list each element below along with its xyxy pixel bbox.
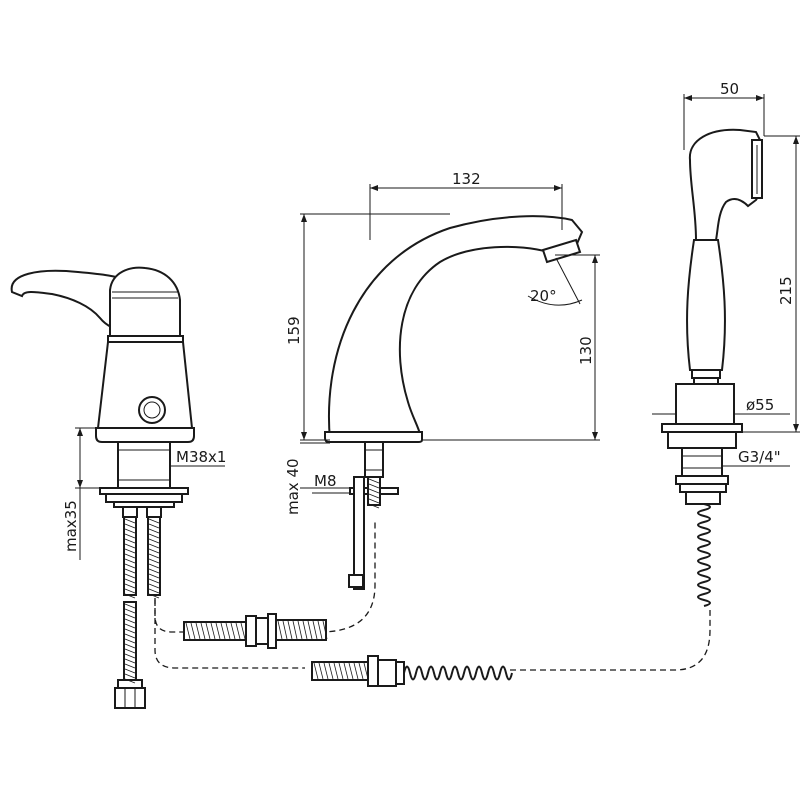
dim-spout-outlet-height: 130 [577,336,595,365]
mixer-valve [10,266,195,709]
spiral-hose [697,503,711,607]
braid-hatching [185,622,246,640]
connector-2 [311,655,513,687]
braid-hatching [313,662,369,680]
braid-hatching [124,603,136,684]
hose-routes [154,520,711,671]
connector-1 [183,613,327,649]
dim-mixer-max-deck: max35 [62,500,80,552]
diverter-knob [138,396,166,424]
dim-spout-height: 159 [285,316,303,345]
braid-hatching [124,518,136,599]
braid-hatching [368,478,380,509]
dim-handshower-height: 215 [777,276,795,305]
valve-cap [109,266,181,337]
spout-stud [364,441,384,478]
dim-handshower-thread: G3/4" [738,448,781,466]
mixer-dimensions [75,427,225,560]
dim-handshower-base-dia: ø55 [746,396,774,414]
dim-handshower-width: 50 [720,80,739,98]
spout [324,215,584,590]
aerator [541,238,582,264]
shower-handle [686,239,726,371]
dim-mixer-thread: M38x1 [176,448,226,466]
hose-nut [114,687,146,709]
braid-hatching [148,518,160,599]
threaded-shank [117,441,171,489]
shower-head [688,128,764,241]
braid-hatching [277,620,328,640]
hand-shower [661,128,764,607]
spout-dimensions [300,184,600,494]
dim-spout-reach: 132 [452,170,481,188]
shower-holder [675,383,735,425]
shower-dimensions [652,94,800,467]
dim-spout-thread: M8 [314,472,337,490]
dim-spout-max-deck: max 40 [284,458,302,515]
dim-spout-angle: 20° [530,287,557,305]
